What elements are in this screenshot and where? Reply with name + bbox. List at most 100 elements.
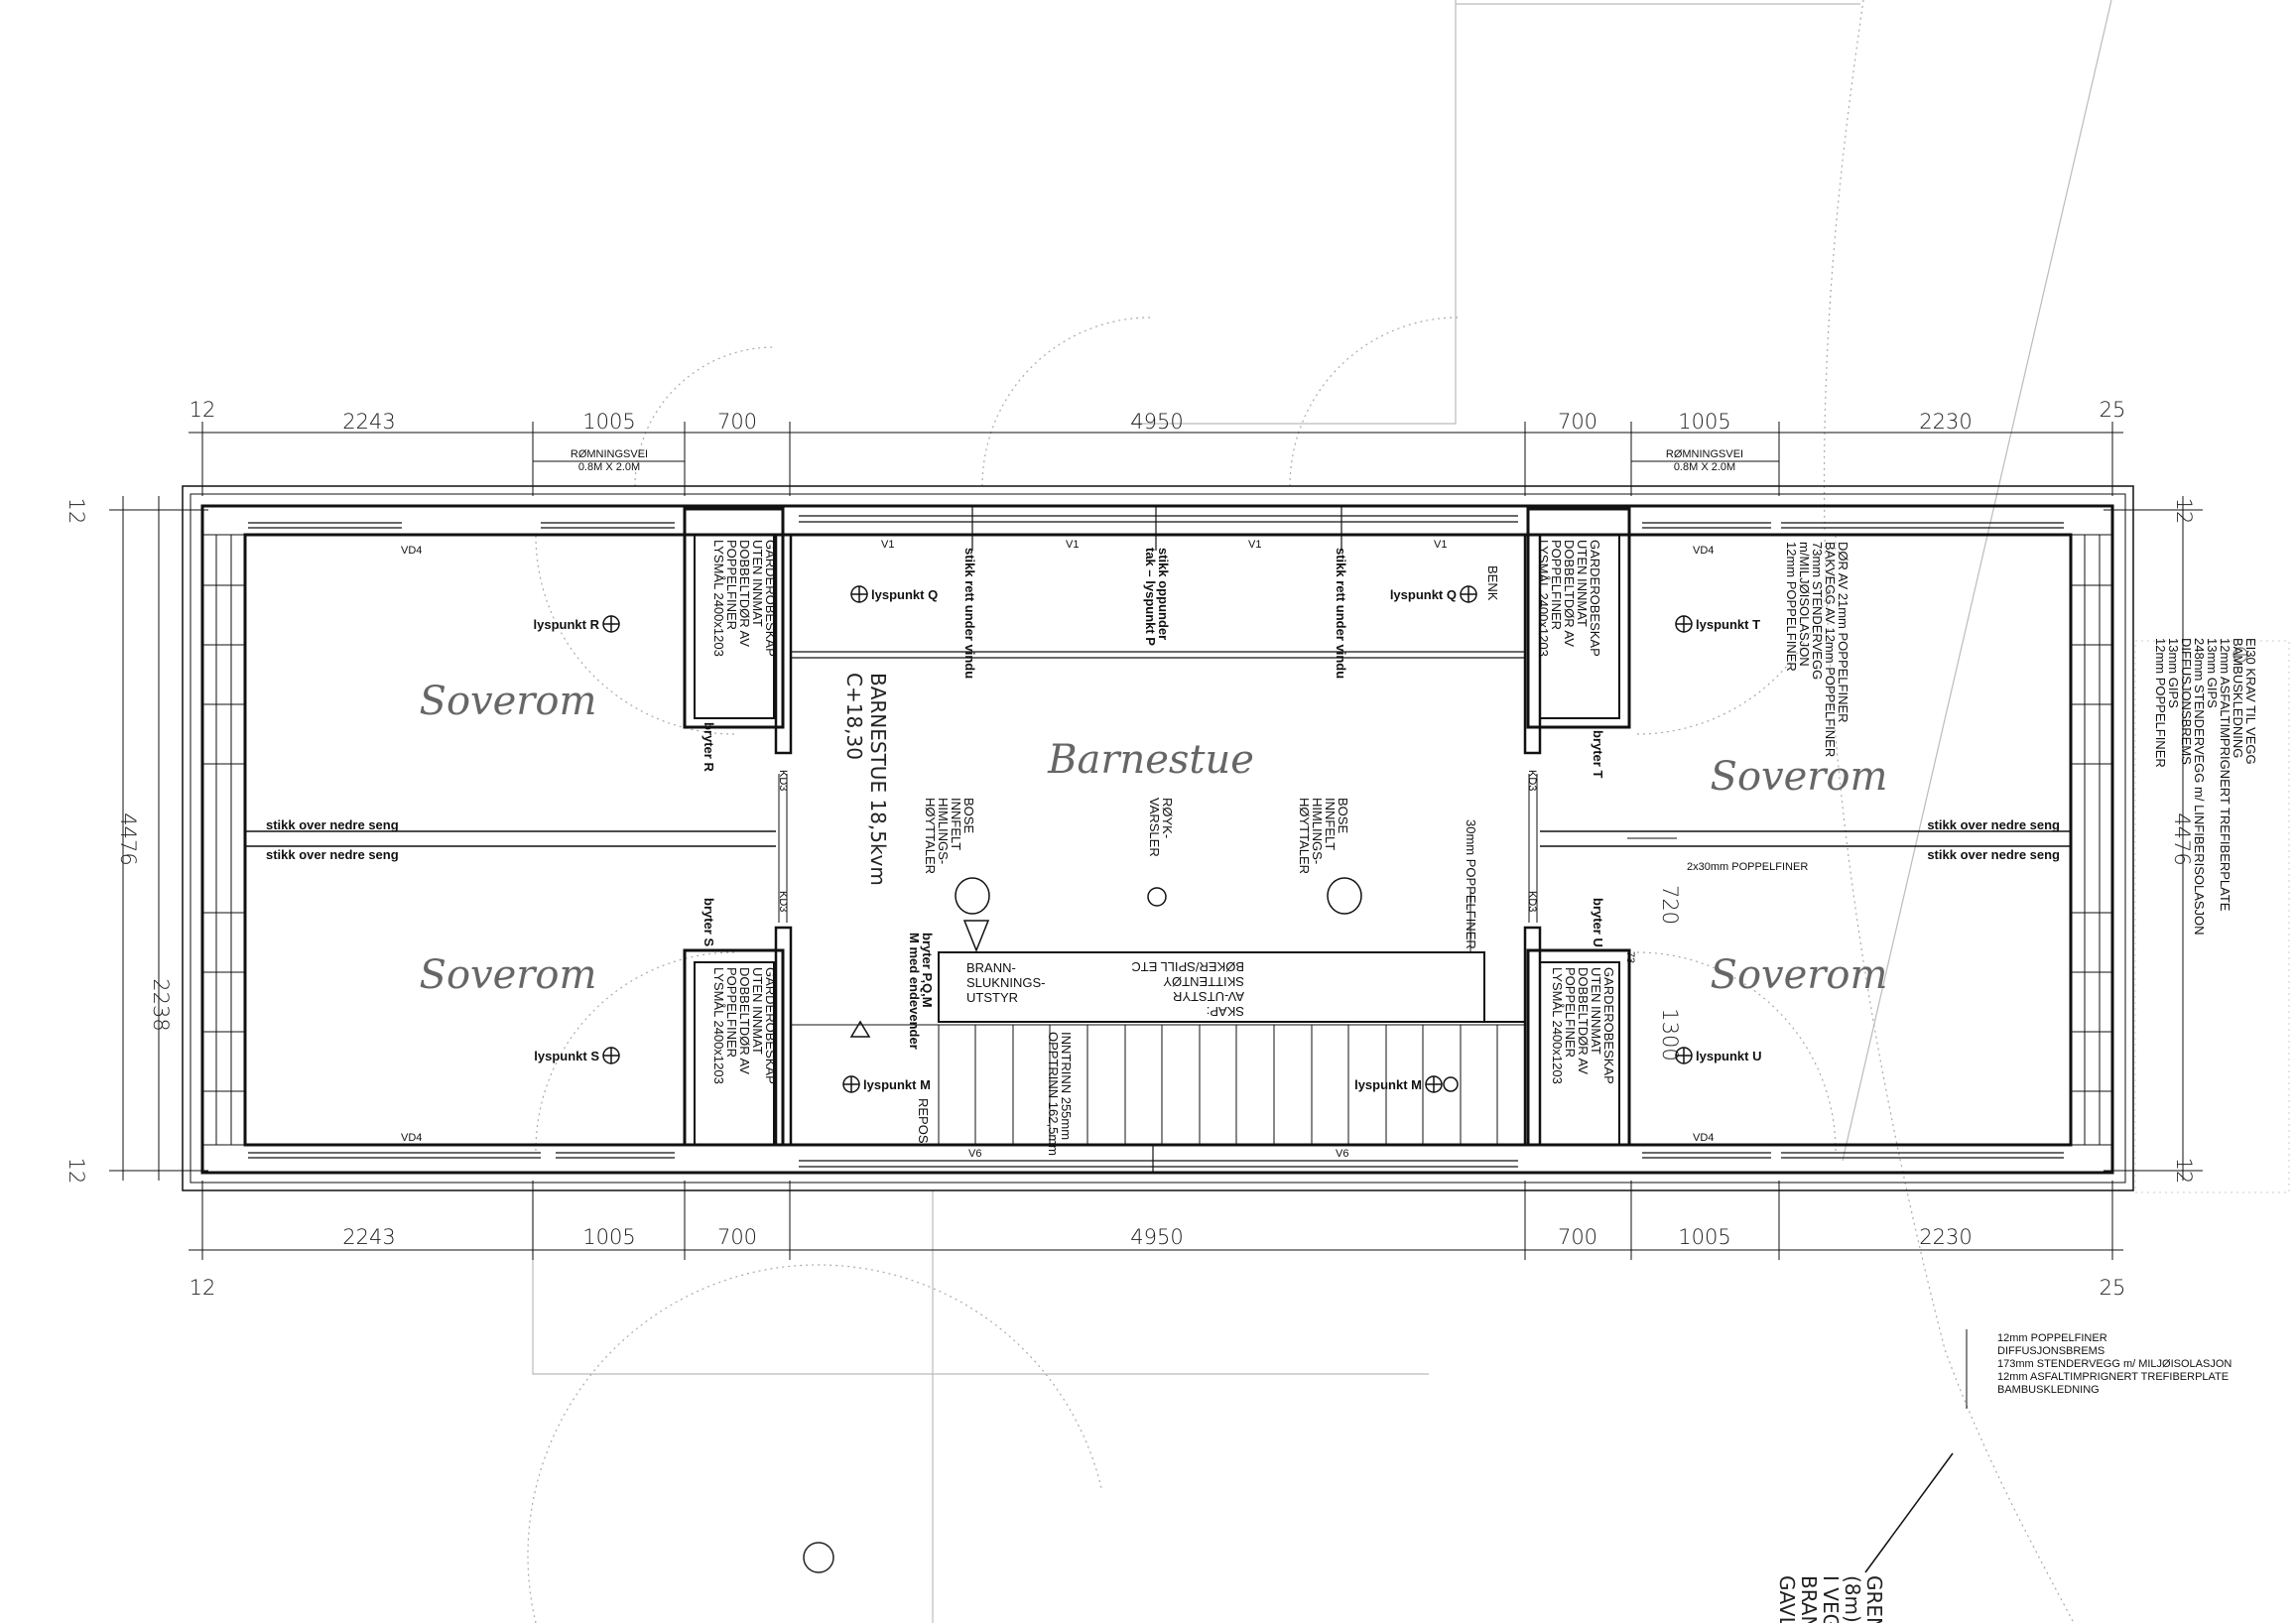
staircase [938,1024,1526,1146]
smoke-detector-note: RØYK-VARSLER [1147,798,1175,857]
dimension-labels: 12 2243 1005 700 4950 700 1005 2230 25 2… [64,398,2196,1300]
outlet-label: stikk rett under vindu [1334,548,1348,679]
dim-bottom: 700 [717,1225,757,1249]
speaker-note: BOSEINNFELTHIMLINGS-HØYTTALER [1297,798,1350,874]
window-code: VD4 [1693,545,1714,557]
room-label-bedroom: Soverom [1711,754,1888,800]
window-code: V6 [968,1148,981,1160]
wardrobe-top-right [1526,507,1631,729]
dim-bottom: 4950 [1130,1225,1183,1249]
living-area-info: BARNESTUE 18,5kvmC+18,30 [842,673,890,886]
light-point-icon [1675,1047,1693,1064]
outlet-label: stikk over nedre seng [1927,847,2060,862]
dim-bottom-edge: 25 [2100,1276,2126,1300]
dim-top: 12 [190,398,216,422]
outlet-label: stikk rett under vindu [962,548,977,679]
light-label: lyspunkt R [534,617,600,632]
light-point-icon [842,1075,860,1093]
dim-top: 4950 [1130,410,1183,434]
dim-right-a: 720 [1658,885,1682,925]
escape-size: 0.8M X 2.0M [1674,461,1735,473]
switch-label: bryter U [1591,898,1605,947]
light-point-icon [602,615,620,633]
outlet-label: stikk over nedre seng [1927,817,2060,832]
dim-bottom-edge: 12 [190,1276,216,1300]
light-point-icon [1675,615,1693,633]
wardrobe-top-left [683,507,785,729]
dimension-lines [109,422,2203,1260]
stair-note: INNTRINN 255mmOPPTRINN 162,5mm [1046,1032,1074,1156]
wardrobe-note: GARDEROBESKAPUTEN INNMATDOBBELTDØR AVPOP… [711,967,778,1084]
light-label: lyspunkt S [534,1049,599,1063]
switch-label: bryter R [702,722,716,772]
door-code: KD3 [1526,891,1538,912]
dim-bottom: 700 [1558,1225,1597,1249]
dim-top: 1005 [1678,410,1730,434]
fire-extinguisher-icon [962,920,990,953]
dim-right-total: 4476 [2170,812,2194,865]
dim-left-edge: 12 [64,1158,88,1185]
light-label: lyspunkt T [1696,617,1760,632]
window-code: VD4 [1693,1132,1714,1144]
dim-bottom: 1005 [582,1225,635,1249]
door-code: KD3 [1526,770,1538,791]
dim-top: 700 [717,410,757,434]
light-point-icon [1460,585,1477,603]
switch-label: bryter T [1591,730,1605,778]
wall-spec-ei30: EI30 KRAV TIL VEGGBAMBUSKLEDNING12mm ASF… [2153,638,2258,936]
fixtures [849,877,1362,1038]
light-point-icon [850,585,868,603]
smoke-detector-icon [1147,887,1167,907]
wardrobe-note: GARDEROBESKAPUTEN INNMATDOBBELTDØR AVPOP… [1550,967,1616,1084]
dim-right-b: 1300 [1658,1008,1682,1061]
outlet-label: stikk oppundertak – lyspunkt P [1143,548,1171,646]
light-point-icon [602,1047,620,1064]
window-code: V1 [1434,539,1447,551]
dim-right-edge: 12 [2172,1158,2196,1185]
dim-bottom: 2230 [1919,1225,1972,1249]
window-code: VD4 [401,1132,422,1144]
dim-right-c: 73 [1624,951,1636,963]
panel-note: 2x30mm POPPELFINER [1687,861,1808,873]
boundary-note: GRENS(8m)I VEGGBRANNGAVLV [1775,1575,1886,1623]
dim-top: 25 [2100,398,2126,422]
dim-top: 2230 [1919,410,1972,434]
speaker-icon [955,877,990,915]
room-label-living: Barnestue [1047,737,1254,783]
fire-equipment-note: BRANN-SLUKNINGS-UTSTYR [966,960,1045,1005]
dim-left-total: 4476 [116,812,140,865]
escape-size: 0.8M X 2.0M [578,461,640,473]
light-point-icon [1425,1075,1443,1093]
wardrobe-note: GARDEROBESKAPUTEN INNMATDOBBELTDØR AVPOP… [711,540,778,657]
dim-top: 2243 [342,410,395,434]
dim-right-edge: 12 [2172,498,2196,525]
dim-top: 1005 [582,410,635,434]
door-code: KD3 [777,891,789,912]
dim-bottom: 2243 [342,1225,395,1249]
dim-top: 700 [1558,410,1597,434]
outlet-label: stikk over nedre seng [266,817,399,832]
panel-note: 30mm POPPELFINER [1464,819,1478,949]
wardrobe-note: GARDEROBESKAPUTEN INNMATDOBBELTDØR AVPOP… [1536,540,1602,657]
window-code: V1 [1248,539,1261,551]
door-note: DØR AV 21mm POPPELFINERBAKVEGG AV 12mm P… [1784,542,1850,757]
escape-labels: RØMNINGSVEI 0.8M X 2.0M RØMNINGSVEI 0.8M… [571,448,1743,473]
cabinet-note: SKAP:AV-UTSTYRSKITTENTØYBØKER/SPILL ETC [1131,959,1244,1019]
switch-label: bryter S [702,898,716,946]
window-code: VD4 [401,545,422,557]
room-label-bedroom: Soverom [1711,952,1888,998]
room-label-bedroom: Soverom [420,952,597,998]
window-code: V1 [881,539,894,551]
light-label: lyspunkt U [1696,1049,1761,1063]
light-label: lyspunkt M [863,1077,931,1092]
window-code: V6 [1336,1148,1348,1160]
walls [182,485,2134,1191]
room-label-bedroom: Soverom [420,679,597,724]
door-code: KD3 [777,770,789,791]
dim-left-half: 2238 [149,978,173,1031]
light-point-icon [2232,647,2248,663]
dim-bottom: 1005 [1678,1225,1730,1249]
landing-label: REPOS [916,1098,931,1144]
